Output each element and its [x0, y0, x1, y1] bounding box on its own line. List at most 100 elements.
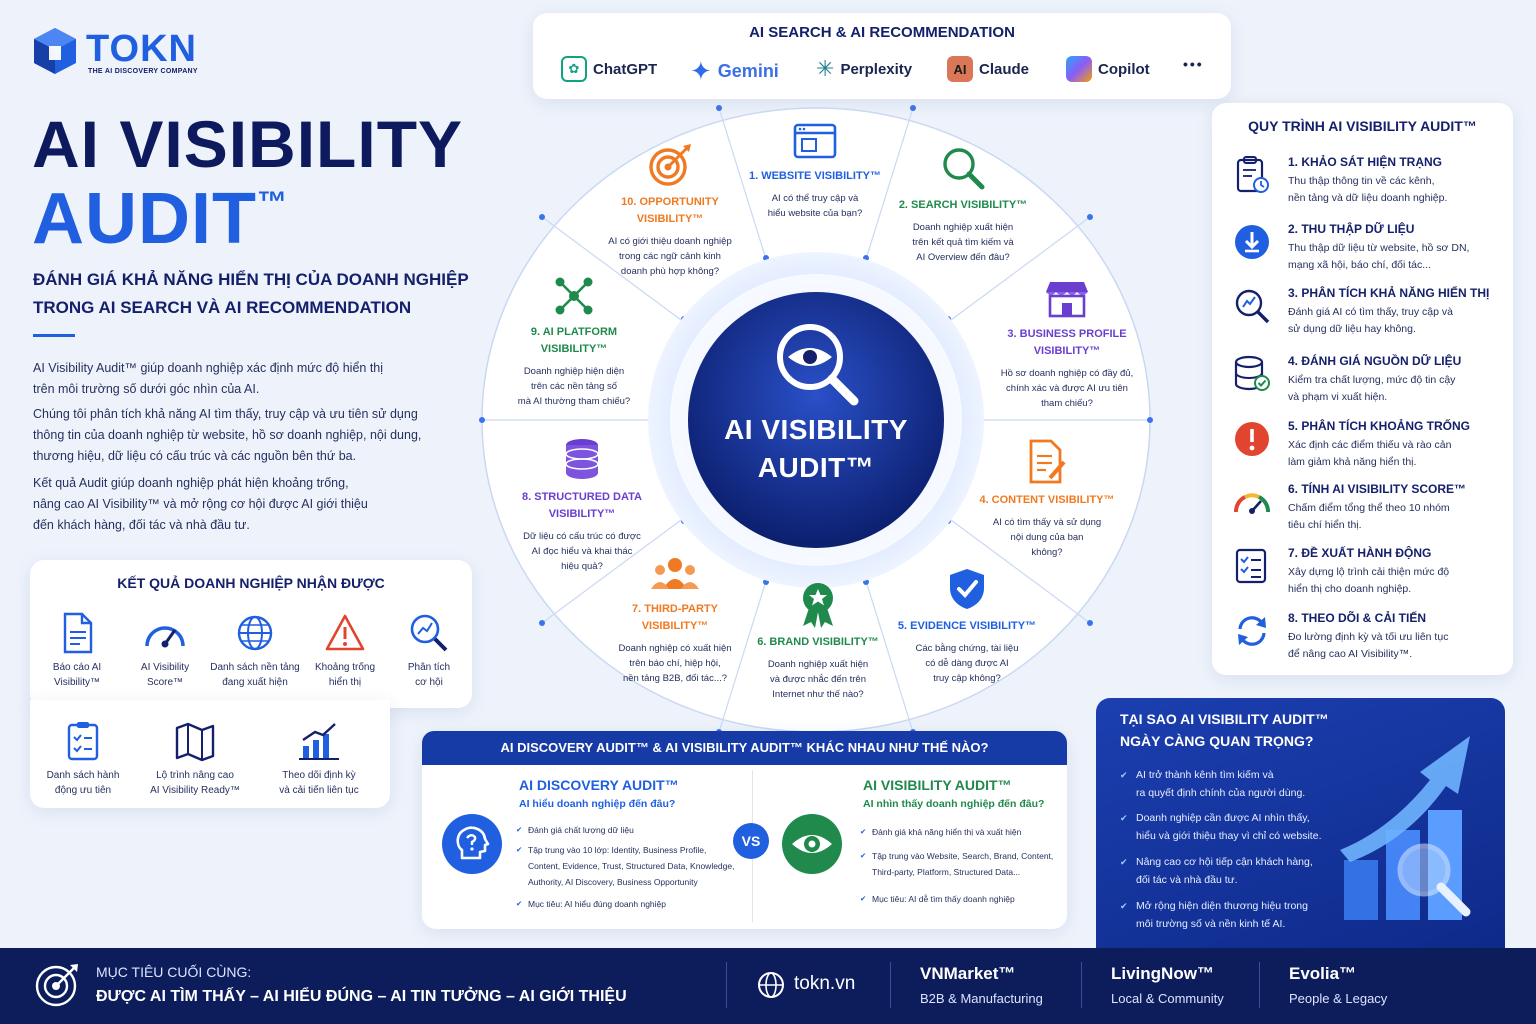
segment-desc: hiệu quả? — [561, 561, 603, 572]
segment-search[interactable]: 2. SEARCH VISIBILITY™ Doanh nghiệp xuất … — [888, 145, 1038, 265]
process-step-1: 1. KHẢO SÁT HIỆN TRẠNG Thu thập thông ti… — [1232, 155, 1494, 215]
segment-desc: Doanh nghiệp có xuất hiện — [618, 643, 732, 654]
brand-claude[interactable]: AI Claude — [947, 56, 1029, 82]
result-label: AI Visibility Ready™ — [150, 785, 240, 796]
center-title-line2: AUDIT™ — [757, 452, 875, 483]
step-desc: Đánh giá AI có tìm thấy, truy cập và — [1288, 306, 1453, 318]
step-desc: Chấm điểm tổng thể theo 10 nhóm — [1288, 502, 1450, 514]
segment-evidence[interactable]: 5. EVIDENCE VISIBILITY™ Các bằng chứng, … — [892, 566, 1042, 686]
segment-desc: tham chiếu? — [1041, 398, 1093, 409]
magnifier-chart-icon — [410, 614, 448, 652]
intro-line: nâng cao AI Visibility™ và mở rộng cơ hộ… — [33, 497, 368, 511]
process-title: QUY TRÌNH AI VISIBILITY AUDIT™ — [1248, 118, 1477, 134]
result-label: động ưu tiên — [54, 785, 112, 796]
copilot-icon — [1066, 56, 1092, 82]
footer-website-link[interactable]: tokn.vn — [794, 973, 856, 994]
brand-chatgpt[interactable]: ✿ ChatGPT — [561, 56, 657, 82]
brand-label: Copilot — [1098, 60, 1150, 78]
footer-divider — [1081, 962, 1082, 1008]
document-edit-icon — [1029, 439, 1066, 484]
intro-line: thương hiệu, dữ liệu có cấu trúc và các … — [33, 449, 357, 463]
why-title-line1: TẠI SAO AI VISIBILITY AUDIT™ — [1120, 711, 1329, 727]
footer-brand-name[interactable]: Evolia™ — [1289, 964, 1357, 983]
segment-desc: nội dung của bạn — [1010, 532, 1084, 543]
map-icon — [175, 722, 215, 762]
why-text: đối tác và nhà đầu tư. — [1136, 874, 1238, 886]
step-desc: Đo lường định kỳ và tối ưu liên tục — [1288, 631, 1449, 643]
result-label: đang xuất hiện — [222, 677, 288, 688]
more-brands-button[interactable]: ••• — [1183, 56, 1204, 72]
page-title-word: AUDIT — [32, 179, 257, 259]
result-label: Score™ — [146, 677, 184, 688]
footer-motto: ĐƯỢC AI TÌM THẤY – AI HIỂU ĐÚNG – AI TIN… — [96, 988, 627, 1005]
segment-desc: truy cập không? — [933, 673, 1001, 684]
step-title: 2. THU THẬP DỮ LIỆU — [1288, 222, 1415, 236]
segment-website[interactable]: 1. WEBSITE VISIBILITY™ AI có thể truy cậ… — [740, 122, 890, 221]
head-question-icon — [442, 814, 502, 874]
footer-brand-name[interactable]: LivingNow™ — [1111, 964, 1214, 983]
clipboard-clock-icon — [1236, 156, 1269, 193]
segment-title: 5. EVIDENCE VISIBILITY™ — [897, 620, 1037, 632]
compare-right-bullet: Tập trung vào Website, Search, Brand, Co… — [860, 848, 1053, 880]
result-label: cơ hội — [415, 677, 443, 688]
magnifier-chart-icon — [1235, 289, 1270, 324]
segment-title: 10. OPPORTUNITY — [621, 196, 719, 208]
why-text: Mở rộng hiện diện thương hiệu trong — [1136, 900, 1308, 912]
segment-desc: mà AI thường tham chiếu? — [517, 396, 631, 407]
browser-icon — [793, 123, 837, 159]
footer-brand-name[interactable]: VNMarket™ — [920, 964, 1016, 983]
warning-icon — [325, 614, 365, 651]
database-icon — [565, 439, 599, 479]
cube-logo-icon — [34, 28, 76, 74]
why-text: ra quyết định chính của người dùng. — [1136, 787, 1306, 799]
process-step-6: 6. TÍNH AI VISIBILITY SCORE™ Chấm điểm t… — [1232, 482, 1494, 542]
brand-perplexity[interactable]: ✳ Perplexity — [816, 56, 912, 82]
gauge-icon — [1234, 493, 1270, 514]
brand-copilot[interactable]: Copilot — [1066, 56, 1150, 82]
tokn-logo[interactable]: TOKN THE AI DISCOVERY COMPANY — [32, 26, 232, 82]
intro-paragraph-3: Kết quả Audit giúp doanh nghiệp phát hiệ… — [33, 473, 443, 536]
why-text: Doanh nghiệp cần được AI nhìn thấy, — [1136, 812, 1310, 824]
alert-icon — [1235, 422, 1269, 456]
database-check-icon — [1234, 355, 1270, 391]
why-title-line2: NGÀY CÀNG QUAN TRỌNG? — [1120, 733, 1314, 749]
compare-header — [422, 731, 1067, 765]
footer-divider — [726, 962, 727, 1008]
why-bullet: Doanh nghiệp cần được AI nhìn thấy,hiểu … — [1120, 809, 1350, 845]
result-label: Visibility™ — [54, 677, 100, 688]
ai-search-card — [533, 13, 1231, 99]
segment-desc: trong các ngữ cảnh kinh — [619, 251, 721, 262]
bullet-text: Đánh giá chất lượng dữ liệu — [528, 825, 634, 835]
compare-right-bullet: Mục tiêu: AI dễ tìm thấy doanh nghiệp — [860, 891, 1015, 907]
bullet-text: Authority, AI Discovery, Business Opport… — [528, 877, 698, 887]
growth-illustration — [1340, 736, 1471, 920]
vs-badge: VS — [733, 823, 769, 859]
segment-brand[interactable]: 6. BRAND VISIBILITY™ Doanh nghiệp xuất h… — [743, 580, 893, 702]
search-icon — [943, 148, 985, 190]
page-title-line1: AI VISIBILITY — [32, 107, 464, 181]
center-disc — [688, 292, 944, 548]
ai-search-title: AI SEARCH & AI RECOMMENDATION — [749, 24, 1015, 41]
eye-magnifier-icon — [777, 324, 859, 406]
brand-gemini[interactable]: ✦ Gemini — [690, 56, 779, 87]
bullet-text: Mục tiêu: AI dễ tìm thấy doanh nghiệp — [872, 894, 1015, 904]
segment-desc: chính xác và được AI ưu tiên — [1006, 383, 1128, 394]
segment-content[interactable]: 4. CONTENT VISIBILITY™ AI có tìm thấy và… — [972, 438, 1122, 560]
logo-name: TOKN — [86, 28, 197, 70]
segment-title: VISIBILITY™ — [1033, 345, 1101, 357]
segment-desc: Hồ sơ doanh nghiệp có đầy đủ, — [1000, 368, 1134, 379]
segment-title: VISIBILITY™ — [540, 343, 608, 355]
why-text: Nâng cao cơ hội tiếp cận khách hàng, — [1136, 856, 1313, 868]
globe-icon — [237, 615, 273, 651]
page-subtitle-line1: ĐÁNH GIÁ KHẢ NĂNG HIỂN THỊ CỦA DOANH NGH… — [33, 270, 469, 289]
intro-line: thông tin của doanh nghiệp từ website, h… — [33, 428, 422, 442]
